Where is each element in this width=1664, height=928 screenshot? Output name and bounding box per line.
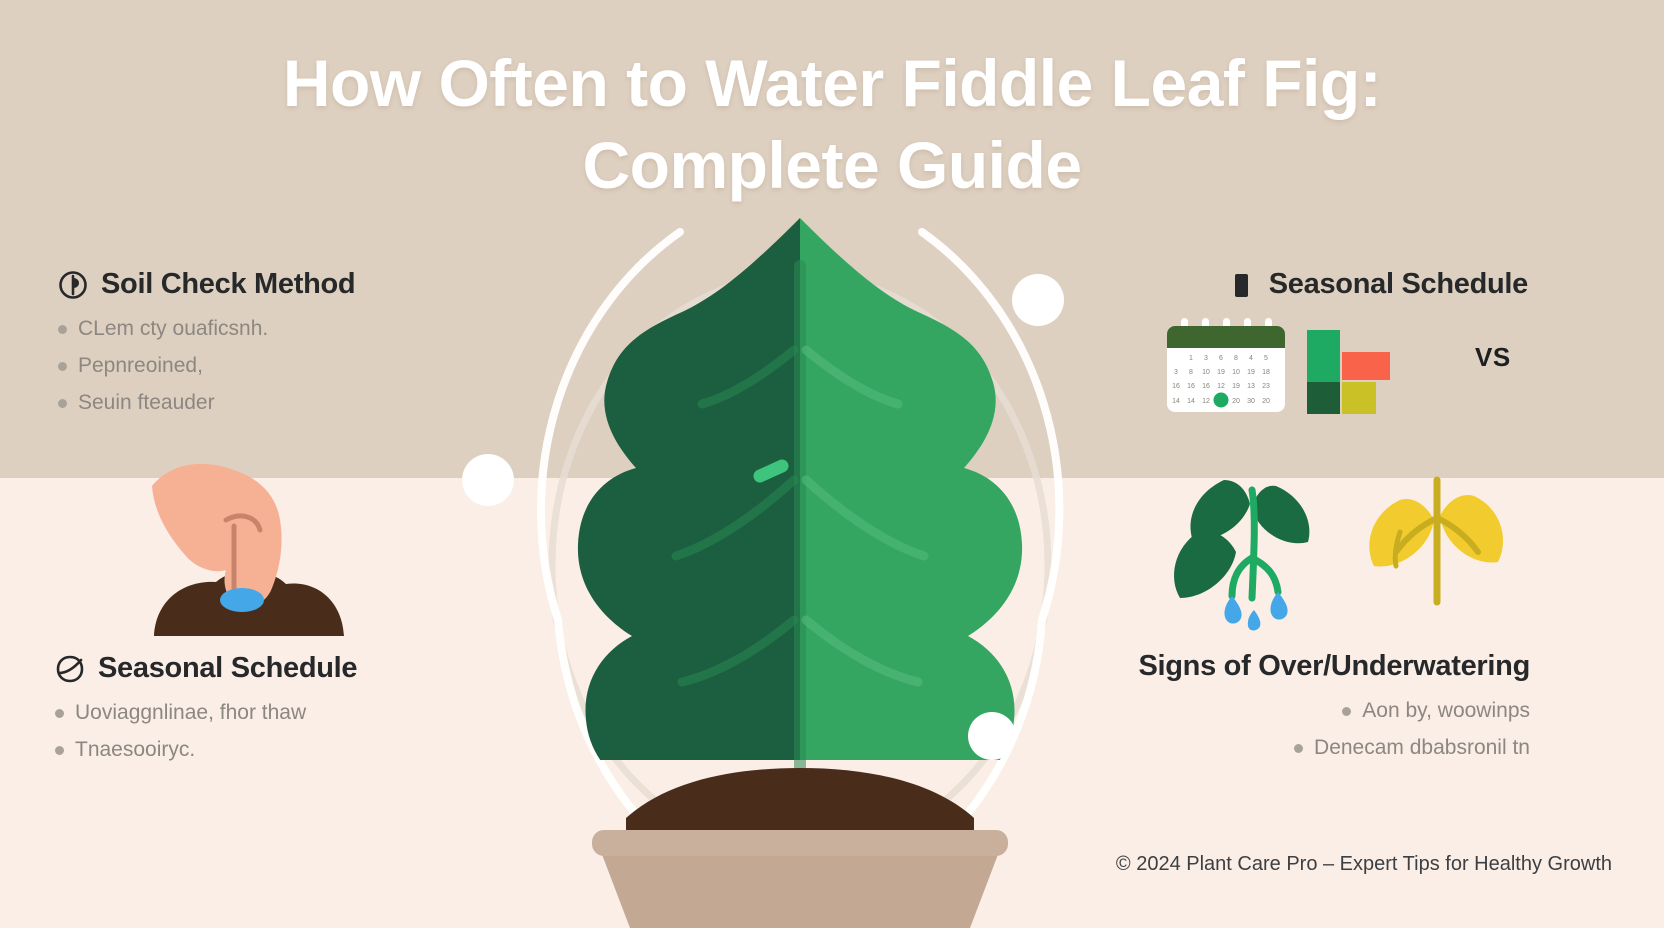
bar-dark-green: [1307, 382, 1340, 414]
svg-text:5: 5: [1264, 355, 1268, 362]
section-soil-check-method: Soil Check Method CLem cty ouaficsnh. Pe…: [58, 268, 356, 426]
overwatering-underwatering-illustration: [1148, 470, 1528, 640]
seasonal-left-heading-row: Seasonal Schedule: [55, 652, 358, 685]
orbit-dot-left: [462, 454, 514, 506]
fiddle-leaf-fig-plant-illustration: [430, 200, 1170, 928]
bullet-dot-icon: [55, 746, 64, 755]
seasonal-right-title: Seasonal Schedule: [1268, 268, 1529, 300]
list-item: Denecam dbabsronil tn: [1060, 734, 1530, 762]
svg-text:12: 12: [1202, 398, 1210, 405]
svg-text:16: 16: [1172, 383, 1180, 390]
svg-text:19: 19: [1217, 369, 1225, 376]
section-seasonal-schedule-right: Seasonal Schedule: [1128, 268, 1528, 315]
bullet-text: Uoviaggnlinae, fhor thaw: [75, 701, 307, 724]
bullet-dot-icon: [58, 362, 67, 371]
bullet-text: CLem cty ouaficsnh.: [78, 317, 269, 340]
soil-check-title: Soil Check Method: [101, 268, 356, 300]
bookmark-block-icon: [1234, 273, 1248, 297]
svg-text:19: 19: [1247, 369, 1255, 376]
bullet-text: Denecam dbabsronil tn: [1314, 736, 1530, 759]
svg-text:3: 3: [1204, 355, 1208, 362]
svg-text:14: 14: [1172, 398, 1180, 405]
title-line-1: How Often to Water Fiddle Leaf Fig:: [282, 46, 1382, 120]
wilting-yellow-plant-icon: [1369, 476, 1504, 606]
svg-text:12: 12: [1217, 383, 1225, 390]
calendar-highlighted-day: [1213, 392, 1229, 408]
svg-text:18: 18: [1262, 369, 1270, 376]
seasonal-right-heading-row: Seasonal Schedule: [1128, 268, 1528, 301]
list-item: Tnaesooiryc.: [55, 736, 357, 764]
list-item: Seuin fteauder: [58, 389, 355, 417]
bullet-text: Pepnreoined,: [78, 354, 203, 377]
finger-soil-check-illustration: [130, 448, 380, 638]
svg-text:1: 1: [1189, 355, 1193, 362]
svg-text:8: 8: [1234, 355, 1238, 362]
svg-text:20: 20: [1232, 398, 1240, 405]
drooping-green-plant-with-droplets-icon: [1174, 480, 1310, 631]
svg-text:8: 8: [1189, 369, 1193, 376]
bullet-text: Tnaesooiryc.: [75, 738, 196, 761]
leaf-check-icon: [56, 655, 84, 682]
soil-check-bullet-list: CLem cty ouaficsnh. Pepnreoined, Seuin f…: [58, 315, 355, 417]
signs-title: Signs of Over/Underwatering: [1138, 650, 1530, 682]
bullet-dot-icon: [1342, 707, 1352, 716]
vs-label: VS: [1475, 342, 1511, 372]
signs-heading-row: Signs of Over/Underwatering: [1060, 650, 1530, 683]
orbit-dot-top-right: [1012, 274, 1064, 326]
footer-copyright: © 2024 Plant Care Pro – Expert Tips for …: [1115, 853, 1612, 875]
seasonal-left-title: Seasonal Schedule: [98, 652, 358, 684]
list-item: Uoviaggnlinae, fhor thaw: [55, 699, 357, 727]
svg-text:14: 14: [1187, 398, 1195, 405]
svg-text:16: 16: [1187, 383, 1195, 390]
water-droplet: [1270, 592, 1288, 620]
svg-text:23: 23: [1262, 383, 1270, 390]
seasonal-left-bullet-list: Uoviaggnlinae, fhor thaw Tnaesooiryc.: [55, 699, 357, 764]
svg-text:4: 4: [1249, 355, 1253, 362]
bullet-dot-icon: [58, 399, 67, 408]
page-title: How Often to Water Fiddle Leaf Fig: Comp…: [0, 42, 1664, 206]
list-item: Pepnreoined,: [58, 352, 355, 380]
bullet-dot-icon: [58, 325, 67, 334]
svg-text:3: 3: [1174, 369, 1178, 376]
calendar-header: [1167, 326, 1285, 348]
section-seasonal-schedule-left: Seasonal Schedule Uoviaggnlinae, fhor th…: [55, 652, 358, 773]
svg-text:10: 10: [1202, 369, 1210, 376]
svg-text:16: 16: [1202, 383, 1210, 390]
list-item: Aon by, woowinps: [1060, 697, 1530, 725]
bullet-text: Seuin fteauder: [78, 391, 215, 414]
bullet-dot-icon: [1294, 744, 1304, 753]
list-item: CLem cty ouaficsnh.: [58, 315, 355, 343]
section-signs-over-underwatering: Signs of Over/Underwatering Aon by, woow…: [1060, 650, 1530, 771]
svg-text:20: 20: [1262, 398, 1270, 405]
svg-text:6: 6: [1219, 355, 1223, 362]
signs-bullet-list: Aon by, woowinps Denecam dbabsronil tn: [1060, 697, 1530, 762]
soil-check-heading-row: Soil Check Method: [58, 268, 356, 301]
svg-text:13: 13: [1247, 383, 1255, 390]
bullet-dot-icon: [55, 709, 64, 718]
bar-coral: [1342, 352, 1390, 380]
svg-text:30: 30: [1247, 398, 1255, 405]
svg-text:19: 19: [1232, 383, 1240, 390]
bullet-text: Aon by, woowinps: [1362, 699, 1530, 722]
svg-text:10: 10: [1232, 369, 1240, 376]
orbit-dot-bottom-right: [968, 712, 1016, 760]
bar-yellow: [1342, 382, 1376, 414]
water-droplet: [1224, 596, 1242, 624]
leaf-circle-icon: [59, 270, 87, 299]
title-line-2: Complete Guide: [582, 128, 1082, 202]
water-droplet: [1247, 610, 1261, 631]
bar-green: [1307, 330, 1340, 382]
